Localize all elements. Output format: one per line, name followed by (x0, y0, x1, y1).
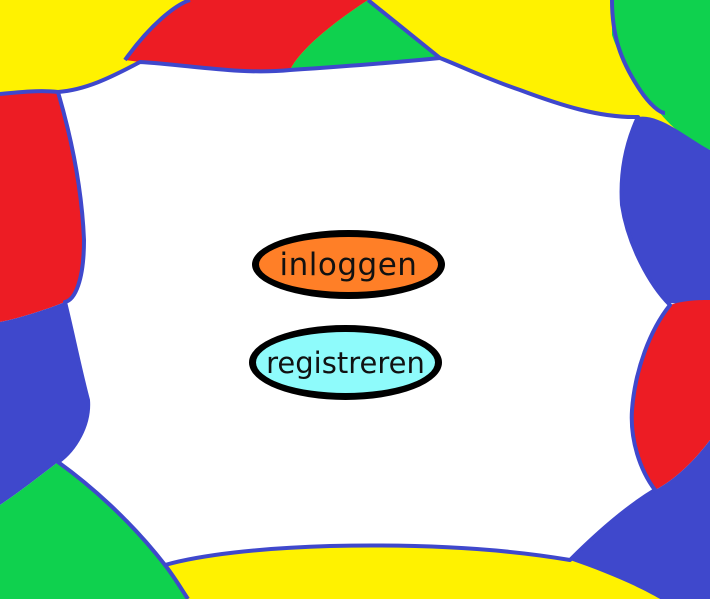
register-button[interactable]: registreren (249, 325, 442, 400)
blob-edge-stroke (0, 89, 59, 96)
blob-edge-stroke (163, 563, 190, 599)
bottom-left-green-blob (0, 462, 188, 599)
blob-edge-stroke (366, 0, 442, 60)
left-red-blob (0, 91, 84, 322)
bottom-yellow-blob (165, 545, 660, 599)
top-right-green-blob (612, 0, 710, 150)
top-red-blob (125, 0, 368, 72)
right-red-blob (631, 300, 710, 490)
blob-edge-stroke (610, 0, 666, 115)
login-button[interactable]: inloggen (252, 230, 445, 299)
right-blue-blob (621, 116, 710, 304)
blob-edge-stroke (123, 0, 191, 62)
top-green-blob (290, 0, 440, 70)
bottom-right-blue-blob (570, 440, 710, 599)
inner-white-area (56, 56, 672, 567)
